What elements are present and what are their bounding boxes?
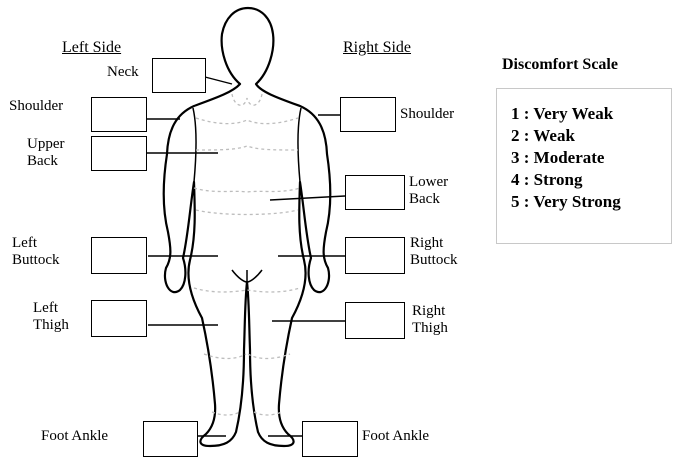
lower-back-label: Lower Back (409, 174, 448, 208)
foot-ankle-right-input-box[interactable] (302, 421, 358, 457)
left-buttock-label: Left Buttock (12, 235, 60, 269)
shoulder-left-input-box[interactable] (91, 97, 147, 132)
upper-back-label: Upper Back (27, 136, 65, 170)
lower-back-input-box[interactable] (345, 175, 405, 210)
leader-lines (147, 77, 345, 436)
right-side-header: Right Side (343, 39, 411, 57)
left-thigh-input-box[interactable] (91, 300, 147, 337)
right-thigh-input-box[interactable] (345, 302, 405, 339)
foot-ankle-left-label: Foot Ankle (41, 428, 108, 445)
upper-back-input-box[interactable] (91, 136, 147, 171)
shoulder-right-input-box[interactable] (340, 97, 396, 132)
discomfort-scale-panel: 1 : Very Weak 2 : Weak 3 : Moderate 4 : … (496, 88, 672, 244)
neck-input-box[interactable] (152, 58, 206, 93)
right-buttock-input-box[interactable] (345, 237, 405, 274)
right-thigh-label: Right Thigh (412, 303, 448, 337)
scale-item: 3 : Moderate (511, 147, 671, 169)
discomfort-scale-title: Discomfort Scale (502, 56, 618, 74)
right-buttock-label: Right Buttock (410, 235, 458, 269)
discomfort-scale-list: 1 : Very Weak 2 : Weak 3 : Moderate 4 : … (497, 89, 671, 213)
left-buttock-input-box[interactable] (91, 237, 147, 274)
neck-label: Neck (107, 64, 139, 81)
scale-item: 1 : Very Weak (511, 103, 671, 125)
scale-item: 5 : Very Strong (511, 191, 671, 213)
shoulder-left-label: Shoulder (9, 98, 63, 115)
left-thigh-label: Left Thigh (33, 300, 69, 334)
scale-item: 4 : Strong (511, 169, 671, 191)
left-side-header: Left Side (62, 39, 121, 57)
scale-item: 2 : Weak (511, 125, 671, 147)
foot-ankle-left-input-box[interactable] (143, 421, 198, 457)
foot-ankle-right-label: Foot Ankle (362, 428, 429, 445)
shoulder-right-label: Shoulder (400, 106, 454, 123)
